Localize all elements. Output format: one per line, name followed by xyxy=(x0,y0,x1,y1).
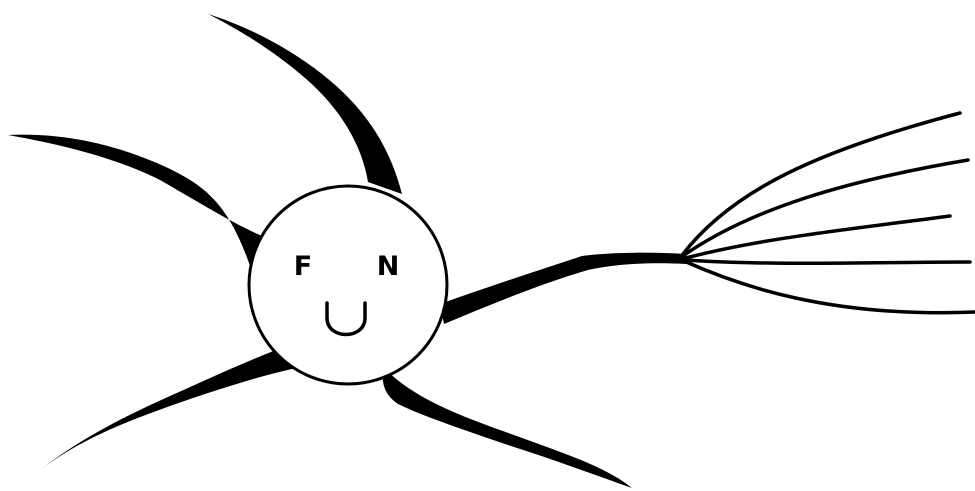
sub-branch-2 xyxy=(680,160,968,258)
branch-upper-left xyxy=(8,135,262,272)
branch-lower-left xyxy=(40,350,296,470)
center-letter-right: N xyxy=(377,251,400,282)
sub-branch-5 xyxy=(684,261,975,313)
sub-branches xyxy=(680,113,975,313)
center-letter-left: F xyxy=(294,251,312,282)
sub-branch-3 xyxy=(682,216,950,259)
branch-lower-right xyxy=(383,368,632,488)
sub-branch-1 xyxy=(680,113,960,258)
branch-right-trunk xyxy=(440,253,686,324)
branch-top xyxy=(208,14,402,194)
center-circle xyxy=(249,186,447,384)
sub-branch-4 xyxy=(684,260,970,263)
